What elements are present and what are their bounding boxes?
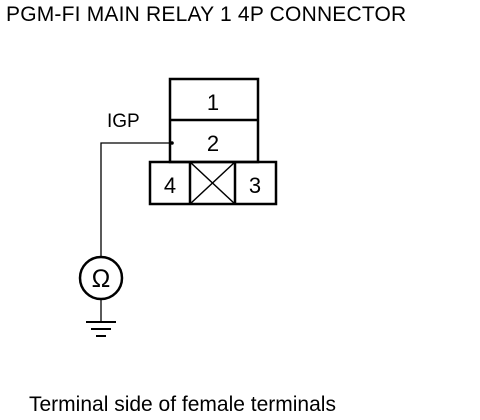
terminal-4-label: 4	[164, 173, 176, 198]
ground-icon	[86, 321, 116, 337]
terminal-2-label: 2	[207, 131, 219, 156]
unused-cavity-x-icon	[189, 161, 236, 205]
terminal-3-label: 3	[249, 173, 261, 198]
ohm-symbol: Ω	[92, 265, 111, 293]
ohmmeter-icon: Ω	[78, 255, 124, 301]
wire-label-igp: IGP	[107, 111, 140, 132]
terminal-1-label: 1	[207, 90, 219, 115]
probe-point	[170, 141, 174, 145]
diagram-caption: Terminal side of female terminals	[29, 393, 336, 416]
diagram-title: PGM-FI MAIN RELAY 1 4P CONNECTOR	[6, 3, 407, 26]
test-lead	[100, 142, 172, 256]
